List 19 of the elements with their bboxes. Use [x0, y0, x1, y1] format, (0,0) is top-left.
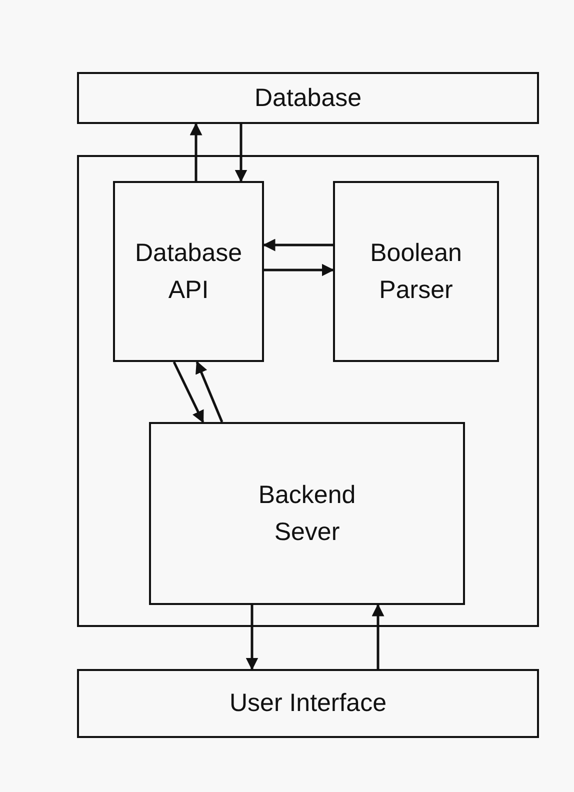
node-label: Database	[254, 82, 362, 114]
arrow	[372, 604, 384, 669]
process-box	[77, 669, 539, 738]
arrow	[172, 361, 204, 424]
arrow	[264, 264, 334, 276]
arrow	[262, 238, 333, 252]
node-label: Database API	[134, 238, 244, 306]
arrow	[190, 122, 202, 181]
arrow	[246, 605, 258, 670]
node-label: User Interface	[229, 688, 386, 720]
arrow	[234, 124, 248, 182]
process-box	[113, 181, 264, 362]
container-box	[77, 155, 539, 627]
arrow	[196, 360, 224, 422]
process-box	[77, 72, 539, 124]
node-label: Backend Sever	[257, 480, 357, 548]
process-box	[149, 422, 465, 605]
node-label: Boolean Parser	[369, 238, 463, 306]
process-box	[333, 181, 499, 362]
